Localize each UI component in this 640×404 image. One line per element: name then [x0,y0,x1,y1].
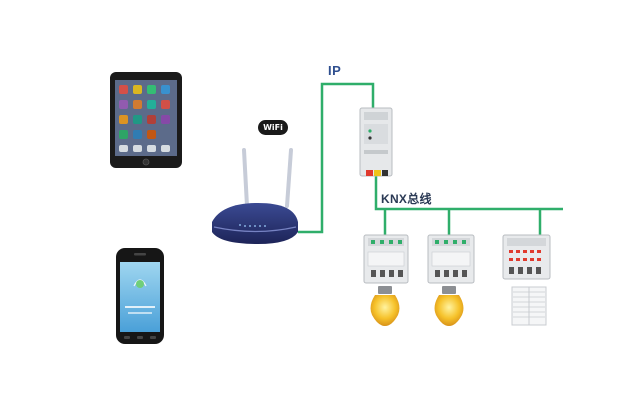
light-bulb-icon [434,286,464,326]
ip-label: IP [328,63,342,78]
knx-ip-interface-icon [359,107,393,177]
switch-actuator-icon [427,234,475,284]
tablet-icon [110,72,182,168]
blinds-icon [511,286,547,326]
ip-line [298,82,375,234]
blind-actuator-icon [502,234,551,280]
knx-bus-label: KNX总线 [381,192,432,206]
wifi-logo: WiFi [258,120,288,135]
wifi-router-icon [212,148,298,244]
knx-bus-line [374,176,563,235]
smartphone-icon [116,248,164,344]
light-bulb-icon [370,286,400,326]
switch-actuator-icon [363,234,409,284]
